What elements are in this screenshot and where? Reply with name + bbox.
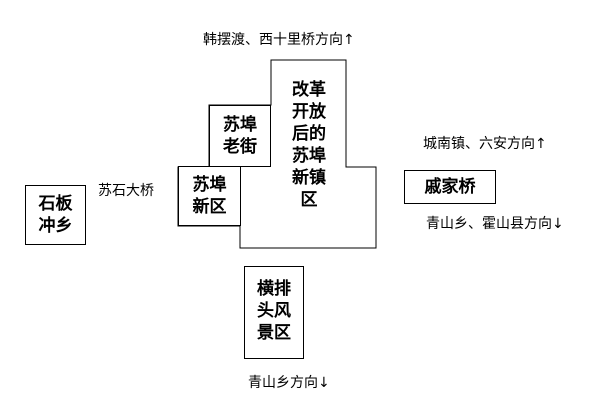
qijiaqiao-box	[404, 170, 496, 204]
qijiaqiao-label: 戚家桥	[424, 177, 476, 197]
sufu-new-district-box	[178, 166, 241, 226]
shiban-chongxiang-label: 石板 冲乡	[38, 194, 73, 236]
east-upper-direction-label: 城南镇、六安方向↑	[423, 136, 547, 152]
shishi-bridge-label: 苏石大桥	[98, 183, 154, 199]
top-direction-label: 韩摆渡、西十里桥方向↑	[203, 32, 355, 48]
hengpaitou-scenic-label: 横排 头风 景区	[257, 279, 291, 343]
bottom-direction-label: 青山乡方向↓	[248, 375, 330, 391]
sufu-old-street-box	[209, 105, 271, 167]
shiban-chongxiang-box	[25, 185, 86, 245]
sufu-new-district-label: 苏埠 新区	[192, 175, 227, 217]
east-lower-direction-label: 青山乡、霍山县方向↓	[426, 216, 564, 232]
sufu-old-street-label: 苏埠 老街	[223, 115, 257, 157]
reform-new-town-label: 改革 开放 后的 苏埠 新镇 区	[292, 80, 326, 210]
hengpaitou-scenic-box	[244, 266, 304, 359]
